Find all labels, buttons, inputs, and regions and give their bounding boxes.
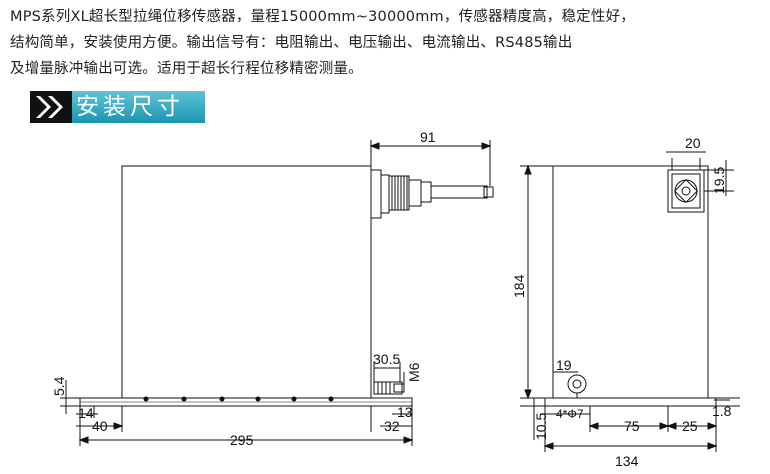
dim-right-offset-side: 25 bbox=[682, 418, 698, 434]
intro-line-1: MPS系列XL超长型拉绳位移传感器，量程15000mm~30000mm，传感器精… bbox=[10, 9, 635, 25]
section-banner: 安装尺寸 bbox=[30, 91, 205, 123]
dim-left-offset: 40 bbox=[92, 418, 108, 434]
dim-window-offset: 19.5 bbox=[711, 167, 727, 194]
dim-total-length: 295 bbox=[230, 432, 254, 448]
mounting-bolt-icon bbox=[567, 374, 587, 398]
intro-line-2: 结构简单，安装使用方便。输出信号有：电阻输出、电压输出、电流输出、RS485输出 bbox=[10, 35, 573, 51]
dim-connector-length: 91 bbox=[420, 129, 436, 145]
side-base-plate bbox=[544, 397, 717, 407]
thread-label: M6 bbox=[406, 362, 422, 382]
intro-paragraph: MPS系列XL超长型拉绳位移传感器，量程15000mm~30000mm，传感器精… bbox=[10, 4, 765, 82]
dim-right-small: 13 bbox=[397, 404, 413, 420]
section-title: 安装尺寸 bbox=[76, 94, 184, 120]
double-chevron-icon bbox=[30, 91, 72, 123]
front-body bbox=[121, 165, 372, 399]
dim-base-height-side: 10.5 bbox=[533, 413, 549, 440]
dim-side-width: 134 bbox=[615, 453, 639, 469]
dim-hole-spacing: 75 bbox=[624, 418, 640, 434]
dim-base-height: 5.4 bbox=[51, 376, 67, 396]
thread-fitting-icon bbox=[373, 381, 405, 395]
dim-base-thickness: 1.8 bbox=[712, 403, 732, 419]
intro-line-3: 及增量脉冲输出可选。适用于超长行程位移精密测量。 bbox=[10, 61, 363, 77]
dim-left-small: 14 bbox=[78, 405, 94, 421]
dim-window-width: 20 bbox=[685, 135, 701, 151]
hole-label: 4*Φ7 bbox=[556, 407, 584, 421]
connector-face-icon bbox=[667, 169, 705, 213]
dim-bolt-offset: 19 bbox=[556, 357, 572, 373]
dim-side-height: 184 bbox=[511, 274, 527, 298]
connector-icon bbox=[370, 169, 494, 219]
dim-thread-width: 30.5 bbox=[373, 351, 400, 367]
dim-right-offset: 32 bbox=[384, 418, 400, 434]
